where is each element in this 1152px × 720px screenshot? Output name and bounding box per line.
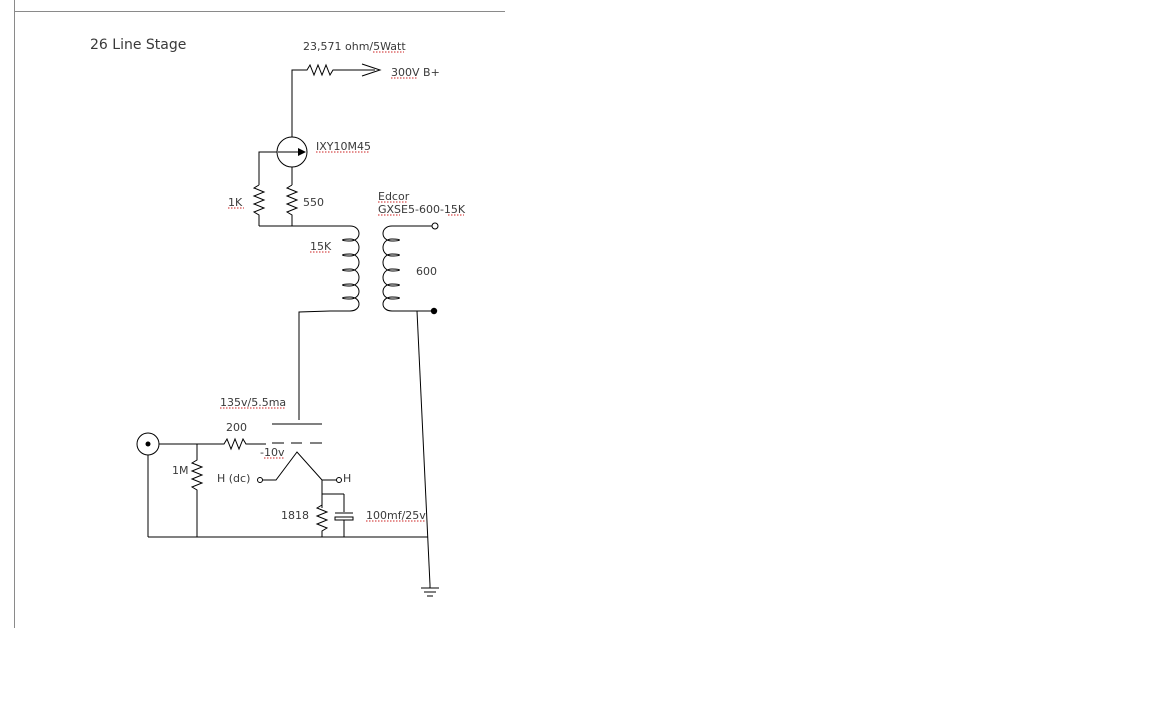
ccs-label: IXY10M45: [316, 140, 371, 153]
input-jack-icon: [136, 432, 160, 537]
transformer-model: GXSE5-600-15K: [378, 203, 466, 216]
triode-tube: [257, 423, 342, 508]
transformer-secondary: [382, 222, 439, 586]
grid-leak-label: 1M: [172, 464, 189, 477]
resistor-550: [285, 184, 299, 226]
cathode-resistor-label: 1818: [281, 509, 309, 522]
supply-label: 300V B+: [391, 66, 440, 79]
schematic-canvas: 26 Line Stage 23,571 ohm/5Watt 300V B+ I…: [0, 0, 505, 628]
cathode-network: [315, 493, 354, 537]
operating-point-label: 135v/5.5ma: [220, 396, 286, 409]
plate-resistor: [291, 63, 382, 120]
r-550-label: 550: [303, 196, 324, 209]
primary-label: 15K: [310, 240, 332, 253]
r-1k-label: 1K: [228, 196, 243, 209]
grid-leak-resistor: [190, 444, 204, 537]
ccs-symbol: [258, 120, 308, 185]
diagram-title: 26 Line Stage: [90, 37, 186, 53]
schematic-diagram: 26 Line Stage 23,571 ohm/5Watt 300V B+ I…: [14, 0, 505, 628]
ground-icon: [421, 585, 439, 597]
heater-dc-label: H (dc): [217, 472, 250, 485]
heater-label: H: [343, 472, 351, 485]
resistor-1k: [252, 184, 266, 226]
cathode-cap-label: 100mf/25v: [366, 509, 426, 522]
transformer-brand: Edcor: [378, 190, 410, 203]
grid-stopper-label: 200: [226, 421, 247, 434]
spellcheck-marks: [220, 51, 464, 522]
secondary-label: 600: [416, 265, 437, 278]
plate-resistor-label: 23,571 ohm/5Watt: [303, 40, 406, 53]
grid-bias-label: -10v: [260, 446, 285, 459]
transformer-primary: [298, 225, 360, 420]
grid-stopper-resistor: [159, 437, 266, 451]
